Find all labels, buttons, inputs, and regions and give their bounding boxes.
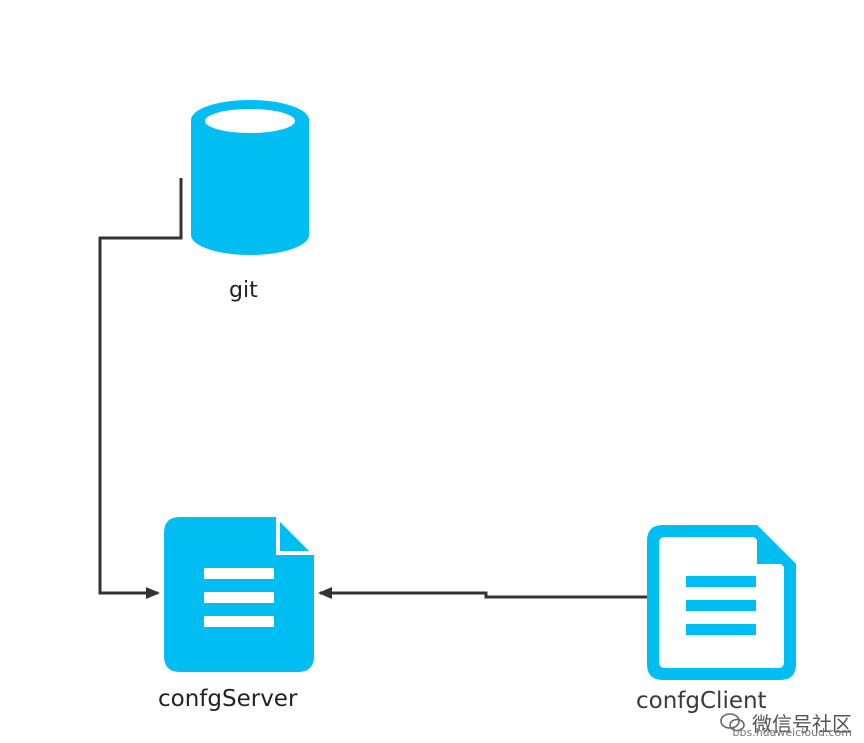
config-server-document-icon[interactable] bbox=[164, 517, 314, 672]
config-server-label: confgServer bbox=[158, 686, 298, 712]
config-client-to-config-server-connector bbox=[318, 587, 650, 599]
config-client-label: confgClient bbox=[636, 688, 767, 714]
watermark-subtext: bbs.huaweicloud.com bbox=[732, 726, 852, 739]
git-label: git bbox=[229, 278, 258, 303]
wechat-icon bbox=[720, 712, 745, 731]
watermark: 微信号社区 bbs.huaweicloud.com bbox=[720, 708, 852, 739]
git-database-icon[interactable] bbox=[191, 100, 309, 255]
config-client-document-icon[interactable] bbox=[647, 525, 796, 680]
git-to-config-server-connector bbox=[98, 178, 183, 599]
watermark-text: 微信号社区 bbox=[752, 712, 852, 736]
